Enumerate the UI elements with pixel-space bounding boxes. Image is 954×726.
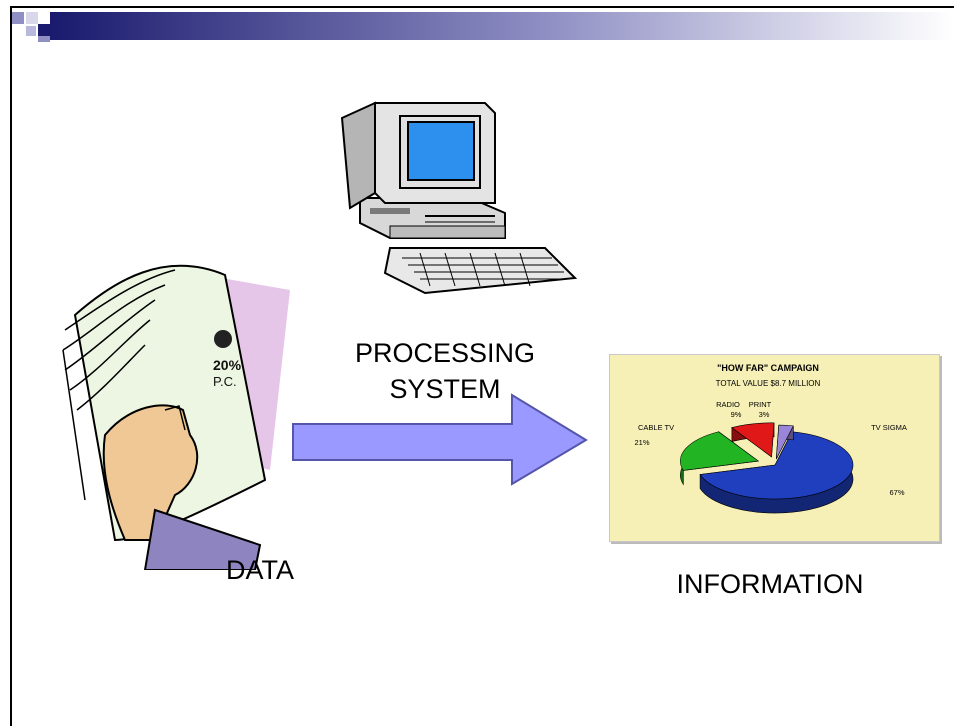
svg-text:20%: 20% [213,357,242,373]
system-label: SYSTEM [389,374,501,404]
title-square-4 [26,26,36,36]
pie-label-3: PRINT [749,400,772,409]
slide-frame [10,6,954,726]
pie-value-3: 3% [759,410,770,419]
pie-slice-0 [699,431,854,500]
title-square-5 [38,36,50,42]
processing-label: PROCESSING [354,338,536,368]
chart-panel: "HOW FAR" CAMPAIGN TOTAL VALUE $8.7 MILL… [609,354,940,542]
pie-value-2: 9% [731,410,742,419]
title-square-3 [38,24,50,36]
computer-icon [340,101,578,295]
chart-subtitle: TOTAL VALUE $8.7 MILLION [716,379,821,388]
title-square-2 [26,12,38,24]
pie-value-0: 67% [889,488,904,497]
process-arrow [292,393,588,486]
svg-text:P.C.: P.C. [213,374,237,389]
title-square-1 [12,12,24,24]
pie-slice-3 [775,424,794,460]
pie-label-2: RADIO [716,400,740,409]
pie-slice-2 [731,422,775,458]
pie-label-1: CABLE TV [638,423,674,432]
title-bar [12,12,954,42]
chart-title: "HOW FAR" CAMPAIGN [717,363,819,373]
pie-label-0: TV SIGMA [871,423,907,432]
paper-stack-icon: 20% P.C. [62,264,290,570]
data-label: DATA [225,555,294,585]
pie-value-1: 21% [634,438,649,447]
pie-chart: "HOW FAR" CAMPAIGN TOTAL VALUE $8.7 MILL… [634,363,907,514]
pie-slice-1 [679,431,760,471]
information-label: INFORMATION [676,569,864,599]
